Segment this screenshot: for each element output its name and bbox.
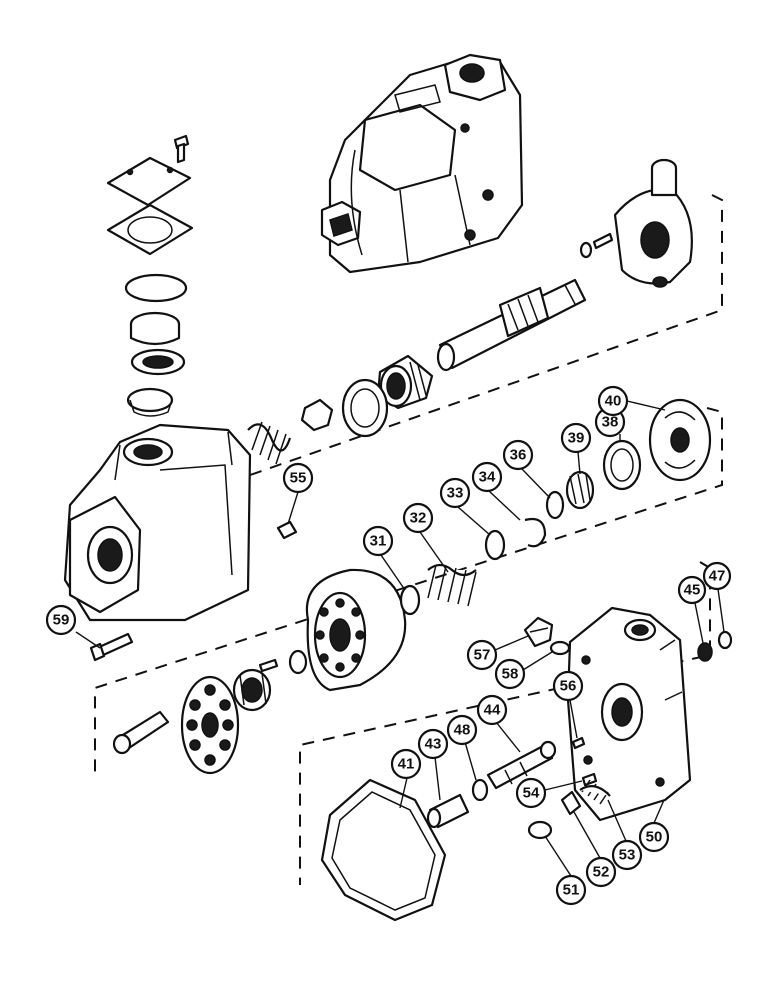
callout-36: 36 [502, 439, 534, 471]
valve-plate-40 [648, 398, 712, 482]
svg-text:51: 51 [563, 882, 580, 899]
block-bushing [258, 649, 308, 675]
bearing-cup-38 [602, 439, 642, 491]
o-ring-48 [471, 778, 489, 802]
spool-44 [486, 740, 557, 790]
svg-text:32: 32 [410, 510, 427, 527]
svg-text:43: 43 [425, 736, 442, 753]
snap-ring-34 [524, 517, 547, 548]
washer-47 [717, 630, 733, 650]
pin-54 [581, 772, 598, 787]
callout-43: 43 [417, 728, 449, 760]
assembled-pump [320, 53, 524, 274]
sleeve-43 [426, 793, 470, 829]
svg-text:58: 58 [502, 666, 519, 683]
svg-text:47: 47 [709, 568, 726, 585]
callout-34: 34 [471, 461, 503, 493]
svg-text:45: 45 [684, 582, 701, 599]
callout-59: 59 [45, 604, 77, 636]
washer-31 [399, 584, 421, 616]
svg-text:40: 40 [605, 393, 622, 410]
spring-53 [579, 779, 611, 805]
callout-50: 50 [638, 821, 670, 853]
callout-31: 31 [362, 525, 394, 557]
upper-group-outline [149, 194, 723, 511]
callout-54: 54 [515, 777, 547, 809]
spring-seat [300, 398, 334, 432]
cradle-pin [592, 232, 614, 250]
retainer-52 [560, 790, 582, 816]
svg-text:41: 41 [398, 756, 415, 773]
svg-text:39: 39 [568, 430, 585, 447]
cover-stack [106, 134, 194, 417]
svg-text:59: 59 [53, 612, 70, 629]
callout-55: 55 [282, 462, 314, 494]
svg-text:53: 53 [619, 847, 636, 864]
svg-text:55: 55 [290, 470, 307, 487]
callout-57: 57 [466, 639, 498, 671]
svg-text:52: 52 [593, 864, 610, 881]
svg-text:48: 48 [454, 722, 471, 739]
o-ring-58 [549, 640, 571, 656]
cylinder-block [305, 568, 407, 692]
callout-39: 39 [560, 422, 592, 454]
end-cap-50 [566, 606, 692, 822]
svg-text:36: 36 [510, 447, 527, 464]
control-spring-upper [247, 421, 292, 465]
leader-lines [75, 400, 725, 877]
callout-33: 33 [439, 477, 471, 509]
svg-text:44: 44 [484, 702, 501, 719]
callout-45: 45 [677, 575, 707, 605]
middle-group-outline [94, 407, 723, 780]
pin-56 [571, 736, 586, 750]
drive-shaft [436, 278, 587, 372]
callout-32: 32 [402, 502, 434, 534]
spherical-bearing [232, 668, 272, 712]
bearing-39 [565, 470, 595, 510]
washer-45 [697, 642, 713, 662]
callout-51: 51 [555, 874, 587, 906]
svg-text:34: 34 [479, 469, 496, 486]
shaft-roller-bearing [376, 354, 434, 410]
callout-44: 44 [476, 694, 508, 726]
retainer-plate [180, 675, 240, 775]
cradle-washer [579, 241, 593, 259]
callout-41: 41 [390, 748, 422, 780]
callout-40: 40 [597, 385, 629, 417]
svg-text:50: 50 [646, 829, 663, 846]
callout-53: 53 [611, 839, 643, 871]
svg-text:33: 33 [447, 485, 464, 502]
washer-51 [527, 820, 553, 840]
svg-text:56: 56 [560, 678, 577, 695]
svg-text:57: 57 [474, 647, 491, 664]
washer-33 [484, 529, 506, 561]
callout-56: 56 [552, 670, 584, 702]
gasket-41 [320, 778, 447, 922]
piston [112, 710, 170, 755]
callout-48: 48 [446, 714, 478, 746]
bearing-cup [341, 378, 389, 438]
bolt-59 [89, 632, 134, 662]
svg-text:38: 38 [602, 414, 619, 431]
lower-group-outline [299, 561, 711, 885]
callout-47: 47 [702, 561, 732, 591]
pump-housing [63, 423, 252, 622]
svg-text:31: 31 [370, 533, 387, 550]
svg-text:54: 54 [523, 785, 540, 802]
swashplate-cradle [613, 158, 693, 288]
dowel-pin-55 [276, 520, 298, 540]
callout-58: 58 [494, 658, 526, 690]
callout-52: 52 [585, 856, 617, 888]
washer-36 [545, 490, 565, 520]
plug-57 [523, 616, 554, 648]
spring-32 [427, 563, 477, 607]
